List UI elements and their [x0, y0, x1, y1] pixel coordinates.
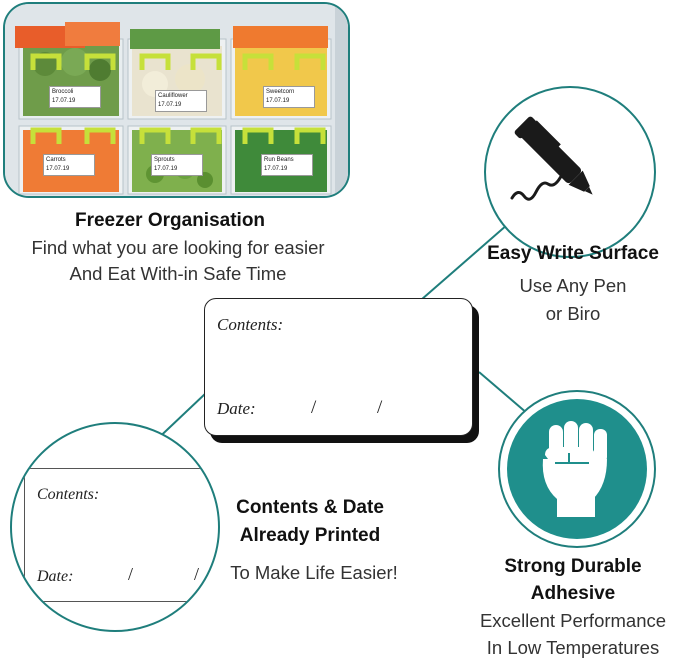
freezer-line1: Find what you are looking for easier: [31, 237, 325, 258]
zoom-slash-1: /: [128, 564, 134, 584]
box-label-name: Sweetcorn: [266, 89, 295, 95]
box-label: Run Beans 17.07.19: [261, 154, 313, 176]
freezer-line2: And Eat With-in Safe Time: [69, 263, 287, 284]
fist-circle: [507, 399, 647, 539]
box-label-name: Sprouts: [154, 157, 175, 163]
label-card: Contents: Date: / /: [204, 298, 473, 436]
zoom-date: Date:: [37, 568, 74, 585]
box-label-date: 17.07.19: [158, 102, 182, 108]
write-line2: or Biro: [545, 303, 601, 324]
box-label-name: Cauliflower: [158, 93, 188, 99]
box-label-name: Carrots: [46, 157, 66, 163]
label-slash-2: /: [377, 397, 383, 418]
box-label: Sprouts 17.07.19: [151, 154, 203, 176]
box-label-name: Broccoli: [52, 89, 74, 95]
label-slash-1: /: [311, 397, 317, 418]
label-date: Date:: [217, 399, 256, 418]
fist-icon: [542, 421, 607, 517]
freezer-title: Freezer Organisation: [74, 210, 266, 231]
printed-title-1: Contents & Date: [236, 497, 384, 518]
zoom-circle: Contents: Date: / /: [10, 422, 220, 632]
zoom-label-frame: [24, 468, 218, 602]
label-contents: Contents:: [217, 315, 284, 334]
freezer-photo: Broccoli 17.07.19 Cauliflower 17.07.19 S…: [3, 2, 350, 198]
zoom-slash-2: /: [194, 564, 200, 584]
box-label-date: 17.07.19: [154, 166, 178, 172]
adhesive-line2: In Low Temperatures: [486, 637, 660, 658]
box-label-date: 17.07.19: [52, 98, 76, 104]
write-title: Easy Write Surface: [487, 243, 659, 264]
box-label: Broccoli 17.07.19: [49, 86, 101, 108]
pen-icon: [510, 116, 593, 201]
adhesive-connector: [478, 371, 529, 415]
printed-title-2: Already Printed: [239, 525, 381, 546]
adhesive-title-2: Adhesive: [530, 583, 616, 604]
pen-circle: [484, 86, 656, 258]
box-label-date: 17.07.19: [264, 166, 288, 172]
box-label-date: 17.07.19: [266, 98, 290, 104]
zoom-contents: Contents:: [37, 486, 100, 503]
write-line1: Use Any Pen: [519, 275, 627, 296]
printed-line1: To Make Life Easier!: [230, 562, 398, 583]
box-label-date: 17.07.19: [46, 166, 70, 172]
box-label: Carrots 17.07.19: [43, 154, 95, 176]
box-label: Cauliflower 17.07.19: [155, 90, 207, 112]
adhesive-line1: Excellent Performance: [479, 610, 667, 631]
adhesive-title-1: Strong Durable: [504, 556, 642, 577]
box-label: Sweetcorn 17.07.19: [263, 86, 315, 108]
box-label-name: Run Beans: [264, 157, 294, 163]
